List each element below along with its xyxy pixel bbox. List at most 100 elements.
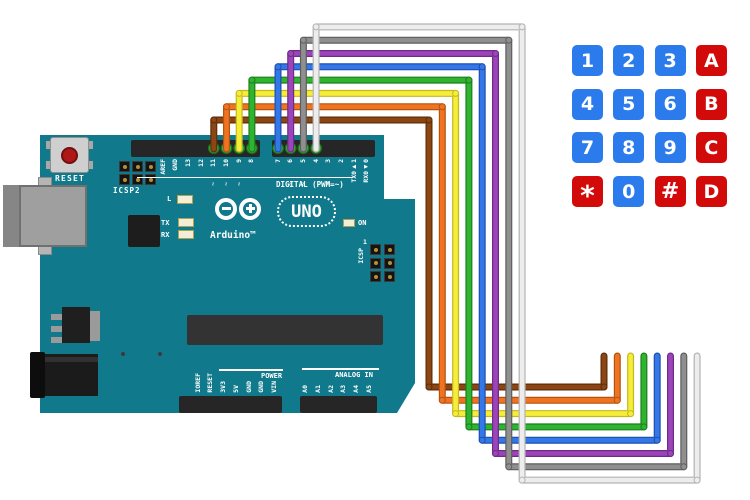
icsp2-pin (119, 161, 130, 172)
capacitor (158, 352, 162, 356)
power-header (179, 395, 282, 413)
connector-pad-hole (694, 354, 701, 361)
icsp-pin-dot (373, 247, 378, 252)
analog-pin-label: A3 (339, 385, 348, 393)
usb-connector-front (3, 185, 21, 247)
wire-purple-bendpoint (667, 450, 674, 457)
keypad-key-8: 8 (611, 130, 647, 166)
reset-button-nub (46, 141, 51, 149)
wire-orange-bendpoint (438, 103, 446, 111)
keypad-key-6: 6 (652, 86, 688, 122)
pwm-tilde: ~ (209, 182, 218, 186)
regulator-body (62, 307, 90, 343)
connector-pad-hole (680, 354, 687, 361)
digital-pin-label: 10 (222, 159, 230, 167)
wire-white-bendpoint (693, 476, 701, 484)
keypad-frame (0, 0, 6, 6)
digital-pin-label: 11 (209, 159, 218, 167)
wire-orange-bendpoint (613, 396, 621, 404)
logo-minus-glyph (222, 207, 231, 210)
digital-pin-label: 9 (234, 159, 243, 163)
usb-interface-chip (128, 215, 160, 247)
icsp2-label: ICSP2 (113, 186, 141, 195)
power-pin-label: VIN (269, 381, 278, 393)
wire-white-bendpoint (312, 23, 320, 31)
analog-pin-label: A0 (301, 385, 310, 393)
wire-purple-bendpoint (492, 50, 499, 57)
icsp2-pin-dot (135, 177, 140, 182)
keypad-key-1: 1 (570, 43, 605, 78)
wire-green-bendpoint (465, 76, 473, 84)
icsp-pin (384, 271, 395, 282)
digital-pin-label: 4 (311, 159, 320, 163)
icsp2-pin (145, 161, 156, 172)
icsp-pin-dot (387, 261, 392, 265)
power-jack-highlight (45, 357, 98, 362)
wire-green-bendpoint (248, 76, 256, 84)
wire-brown-bendpoint (425, 383, 433, 391)
keypad-key-A: A (693, 43, 729, 78)
reset-button-nub (88, 161, 93, 169)
digital-header-left (131, 139, 260, 157)
digital-pin-label: 13 (183, 159, 192, 167)
logo-plus-glyph-v (248, 204, 252, 213)
keypad-key-5: 5 (611, 86, 647, 122)
icsp-pin (370, 244, 381, 255)
icsp-pin (370, 257, 381, 269)
power-jack-flange (30, 352, 45, 398)
atmega-chip (187, 315, 383, 345)
wire-green-bendpoint (640, 423, 648, 431)
icsp2-pin (119, 174, 130, 185)
power-pin-label: 5V (231, 385, 240, 393)
wire-orange-bendpoint (223, 103, 230, 111)
connector-pad-hole (667, 354, 674, 361)
keypad-key-B: B (693, 86, 729, 122)
digital-pin-label: 3 (324, 159, 333, 163)
usb-shield-tab (38, 246, 52, 255)
keypad-key-7: 7 (570, 130, 605, 166)
icsp-pin-dot (387, 274, 392, 279)
icsp-pin-dot (387, 247, 392, 252)
wire-yellow-bendpoint (627, 410, 635, 418)
usb-tab-top (0, 38, 177, 52)
keypad-key-#: # (652, 174, 688, 210)
icsp2-pin (145, 174, 156, 185)
icsp2-pin (132, 174, 143, 185)
reset-button-nub (88, 141, 93, 149)
icsp-pin1-label: 1 (363, 238, 367, 246)
wire-blue-bendpoint (478, 63, 486, 71)
icsp-pin-dot (373, 261, 378, 265)
pwm-tilde: ~ (234, 182, 243, 186)
icsp-label: ICSP (357, 248, 365, 264)
icsp-pin (384, 257, 395, 269)
digital-pin-label: 7 (273, 159, 282, 163)
regulator-leg (51, 326, 62, 332)
icsp2-pin-dot (148, 164, 153, 169)
wire-purple-bendpoint (287, 50, 295, 57)
led-l (177, 194, 193, 204)
regulator-leg (51, 337, 62, 343)
icsp2-pin-dot (122, 164, 127, 169)
power-silk-line (219, 369, 283, 371)
analog-pin-label: A2 (326, 385, 335, 393)
wire-gray-bendpoint (505, 36, 513, 44)
analog-pin-label: A5 (364, 385, 373, 393)
analog-pin-label: A4 (352, 385, 361, 393)
connector-pad-hole (614, 354, 621, 361)
analog-header (299, 395, 377, 413)
led-tx (178, 218, 194, 227)
icsp2-pin-dot (148, 177, 153, 182)
arduino-brand-text: Arduino™ (210, 230, 256, 241)
digital-pin-label: 5 (298, 159, 307, 163)
capacitor (121, 352, 125, 356)
icsp-pin-dot (373, 274, 378, 279)
power-pin-label: 3V3 (219, 381, 228, 393)
keypad-key-*: * (570, 174, 605, 212)
digital-pin-label: 2 (337, 159, 345, 163)
icsp2-pin-dot (122, 177, 127, 182)
icsp-pin (370, 271, 381, 282)
connector-pad-hole (627, 354, 634, 361)
wire-yellow-bendpoint (452, 89, 460, 97)
analog-silk-line (302, 368, 379, 370)
